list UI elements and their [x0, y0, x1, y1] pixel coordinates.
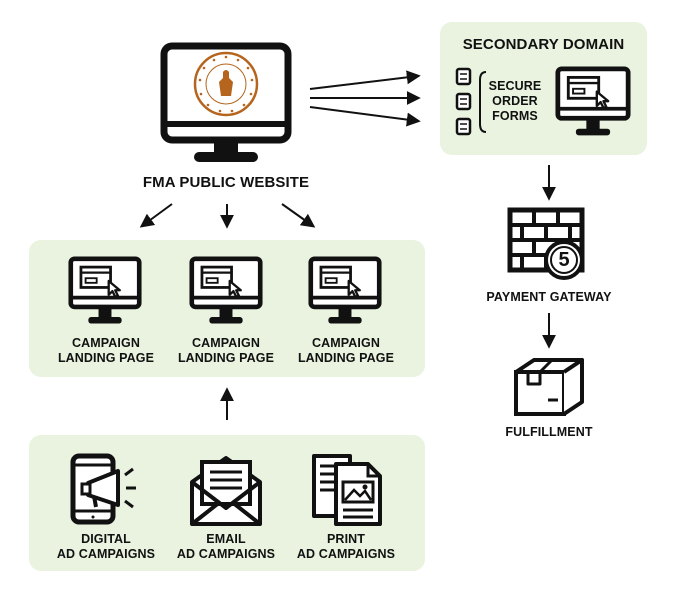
website-monitor-icon — [160, 42, 292, 162]
secure-order-forms-label: SECURE ORDER FORMS — [488, 79, 542, 123]
forms-bracket — [479, 71, 487, 133]
form-list-icon — [455, 67, 472, 136]
order-form-monitor-icon — [553, 66, 633, 142]
package-box-icon — [514, 358, 584, 416]
landing-page-2-monitor-icon — [187, 256, 265, 330]
landing-page-3-monitor-icon — [306, 256, 384, 330]
website-label: FMA PUBLIC WEBSITE — [142, 174, 310, 191]
firewall-icon — [507, 207, 585, 280]
documents-icon — [312, 454, 382, 526]
secondary-domain-title: SECONDARY DOMAIN — [462, 36, 625, 53]
landing-page-1-monitor-icon — [66, 256, 144, 330]
phone-megaphone-icon — [70, 453, 136, 525]
envelope-icon — [190, 456, 262, 526]
fulfillment-label: FULFILLMENT — [505, 425, 593, 439]
payment-gateway-label: PAYMENT GATEWAY — [486, 290, 612, 304]
payment-badge: 5 — [558, 249, 570, 271]
